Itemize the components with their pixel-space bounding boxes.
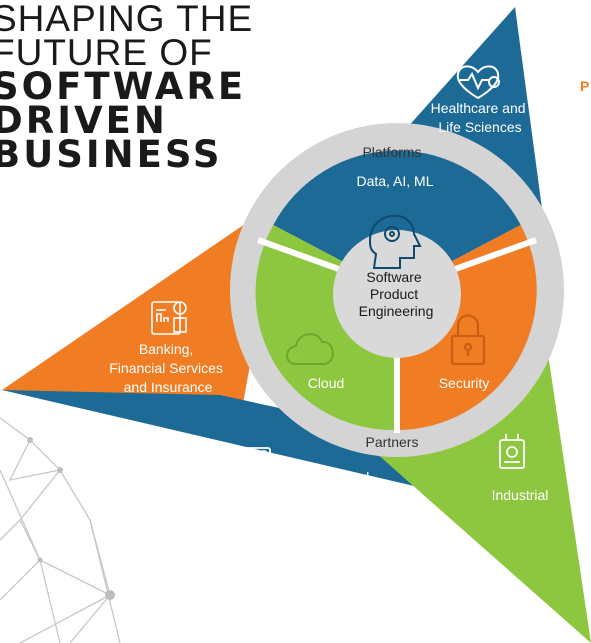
healthcare-label: Healthcare and Life Sciences [431, 100, 530, 135]
title-line-2: FUTURE OF [0, 32, 213, 73]
title-line-3: SOFTWARE [0, 65, 247, 108]
finance-document-icon [151, 301, 187, 335]
industrial-robot-icon [499, 434, 525, 469]
segment-cloud [255, 225, 397, 370]
segment-label-security: Security [439, 375, 490, 391]
title-line-4: DRIVEN [0, 99, 168, 142]
segment-data-ai-ml [273, 150, 521, 290]
cloud-icon [286, 333, 334, 365]
industrial-label: Industrial [492, 487, 549, 503]
center-label: Software Product Engineering [359, 269, 434, 319]
software-label: Software and Technology [287, 469, 373, 504]
banking-label: Banking, Financial Services and Insuranc… [109, 341, 227, 395]
heart-pulse-icon [456, 65, 500, 100]
ai-head-icon [368, 214, 422, 269]
network-decoration [0, 417, 121, 643]
title-line-5: BUSINESS [0, 133, 223, 176]
software-settings-icon [228, 447, 276, 475]
ring-label-platforms: Platforms [362, 144, 421, 160]
page-title: SHAPING THE FUTURE OF SOFTWARE DRIVEN BU… [0, 0, 254, 176]
banking-sector [2, 200, 280, 420]
ring-label-partners: Partners [366, 434, 419, 450]
center-hub [333, 230, 461, 358]
lock-icon [450, 314, 486, 366]
segment-label-data: Data, AI, ML [356, 173, 433, 189]
segment-label-cloud: Cloud [308, 375, 345, 391]
side-tag: P [580, 78, 590, 94]
title-line-1: SHAPING THE [0, 0, 254, 39]
